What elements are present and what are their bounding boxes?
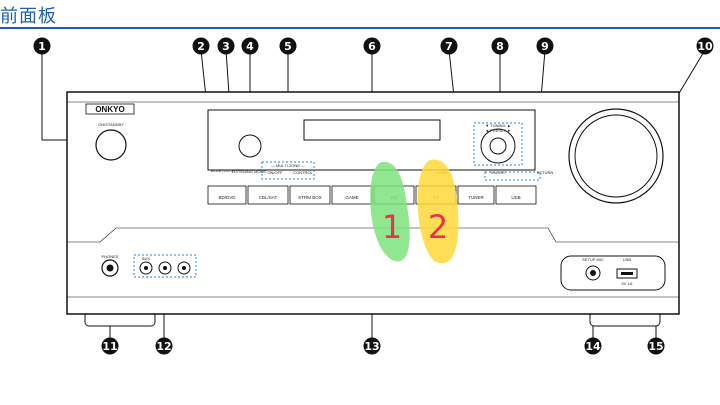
callout-number: 4 — [246, 40, 254, 53]
brand-logo: ONKYO — [95, 105, 124, 114]
input-button[interactable] — [247, 185, 289, 205]
highlight-green — [370, 161, 410, 262]
annotation-2: 2 — [428, 208, 448, 246]
callout-number: 15 — [648, 340, 663, 353]
callout-number: 9 — [541, 40, 549, 53]
input-button-label: CBL/SAT — [259, 195, 278, 200]
callout-badge — [155, 337, 173, 355]
callout-number: 12 — [156, 340, 171, 353]
callout-badge — [696, 37, 714, 55]
input-button[interactable] — [457, 185, 495, 205]
callout-badge — [647, 337, 665, 355]
callout-number: 10 — [697, 40, 713, 53]
tuning-label: ▼ TUNING ▲ — [485, 123, 510, 128]
usb-label: USB — [623, 257, 632, 262]
standby-button[interactable] — [95, 129, 127, 161]
callout-badge — [101, 337, 119, 355]
return-label: RETURN — [537, 170, 554, 175]
callout-badge — [33, 37, 51, 55]
page-title: 前面板 — [0, 6, 57, 27]
callout-badge — [217, 37, 235, 55]
annotation-1: 1 — [382, 208, 402, 246]
usb-rating: 5V 1A — [622, 281, 633, 286]
callout-number: 13 — [364, 340, 379, 353]
input-button[interactable] — [495, 185, 537, 205]
callout-badge — [241, 37, 259, 55]
callout-badge — [192, 37, 210, 55]
title-underline — [0, 27, 720, 29]
standby-label: ON/STANDBY — [98, 122, 124, 127]
multi-zone-label: — MULTI ZONE — — [271, 163, 305, 168]
input-button-label: USB — [511, 195, 520, 200]
callout-number: 6 — [368, 40, 376, 53]
input-button-label: GAME — [345, 195, 358, 200]
callout-badge — [363, 37, 381, 55]
callout-number: 11 — [102, 340, 117, 353]
highlight-yellow — [417, 159, 459, 264]
callout-badge — [536, 37, 554, 55]
callout-number: 3 — [222, 40, 230, 53]
callout-badge — [584, 337, 602, 355]
callout-number: 5 — [284, 40, 292, 53]
setup-mic-label: SETUP MIC — [582, 257, 604, 262]
remote-sensor — [238, 134, 262, 158]
callout-badge — [279, 37, 297, 55]
callout-number: 14 — [585, 340, 601, 353]
callout-number: 2 — [197, 40, 205, 53]
listening-mode-label: LISTENING MODE — [232, 169, 267, 174]
callout-number: 7 — [445, 40, 453, 53]
callout-badge — [363, 337, 381, 355]
callout-badge — [440, 37, 458, 55]
on-off-label: ON/OFF — [267, 170, 283, 175]
aux-label: AUX — [142, 256, 151, 261]
preset-label: ◄ PRESET ► — [485, 128, 511, 133]
callout-badge — [491, 37, 509, 55]
setup-usb-panel — [560, 255, 666, 291]
control-label: CONTROL — [293, 170, 313, 175]
input-button[interactable] — [207, 185, 247, 205]
brand-plate — [85, 103, 135, 115]
callout-number: 8 — [496, 40, 504, 53]
input-button-label: TUNER — [468, 195, 484, 200]
callout-number: 1 — [38, 40, 46, 53]
bluetooth-label: BLUETOOTH — [211, 168, 235, 173]
enter-button[interactable] — [489, 137, 507, 155]
input-button[interactable] — [289, 185, 331, 205]
input-button-label: STRM BOX — [298, 195, 322, 200]
input-button-label: BD/DVD — [218, 195, 236, 200]
display — [303, 119, 441, 141]
phones-label: PHONES — [102, 254, 119, 259]
